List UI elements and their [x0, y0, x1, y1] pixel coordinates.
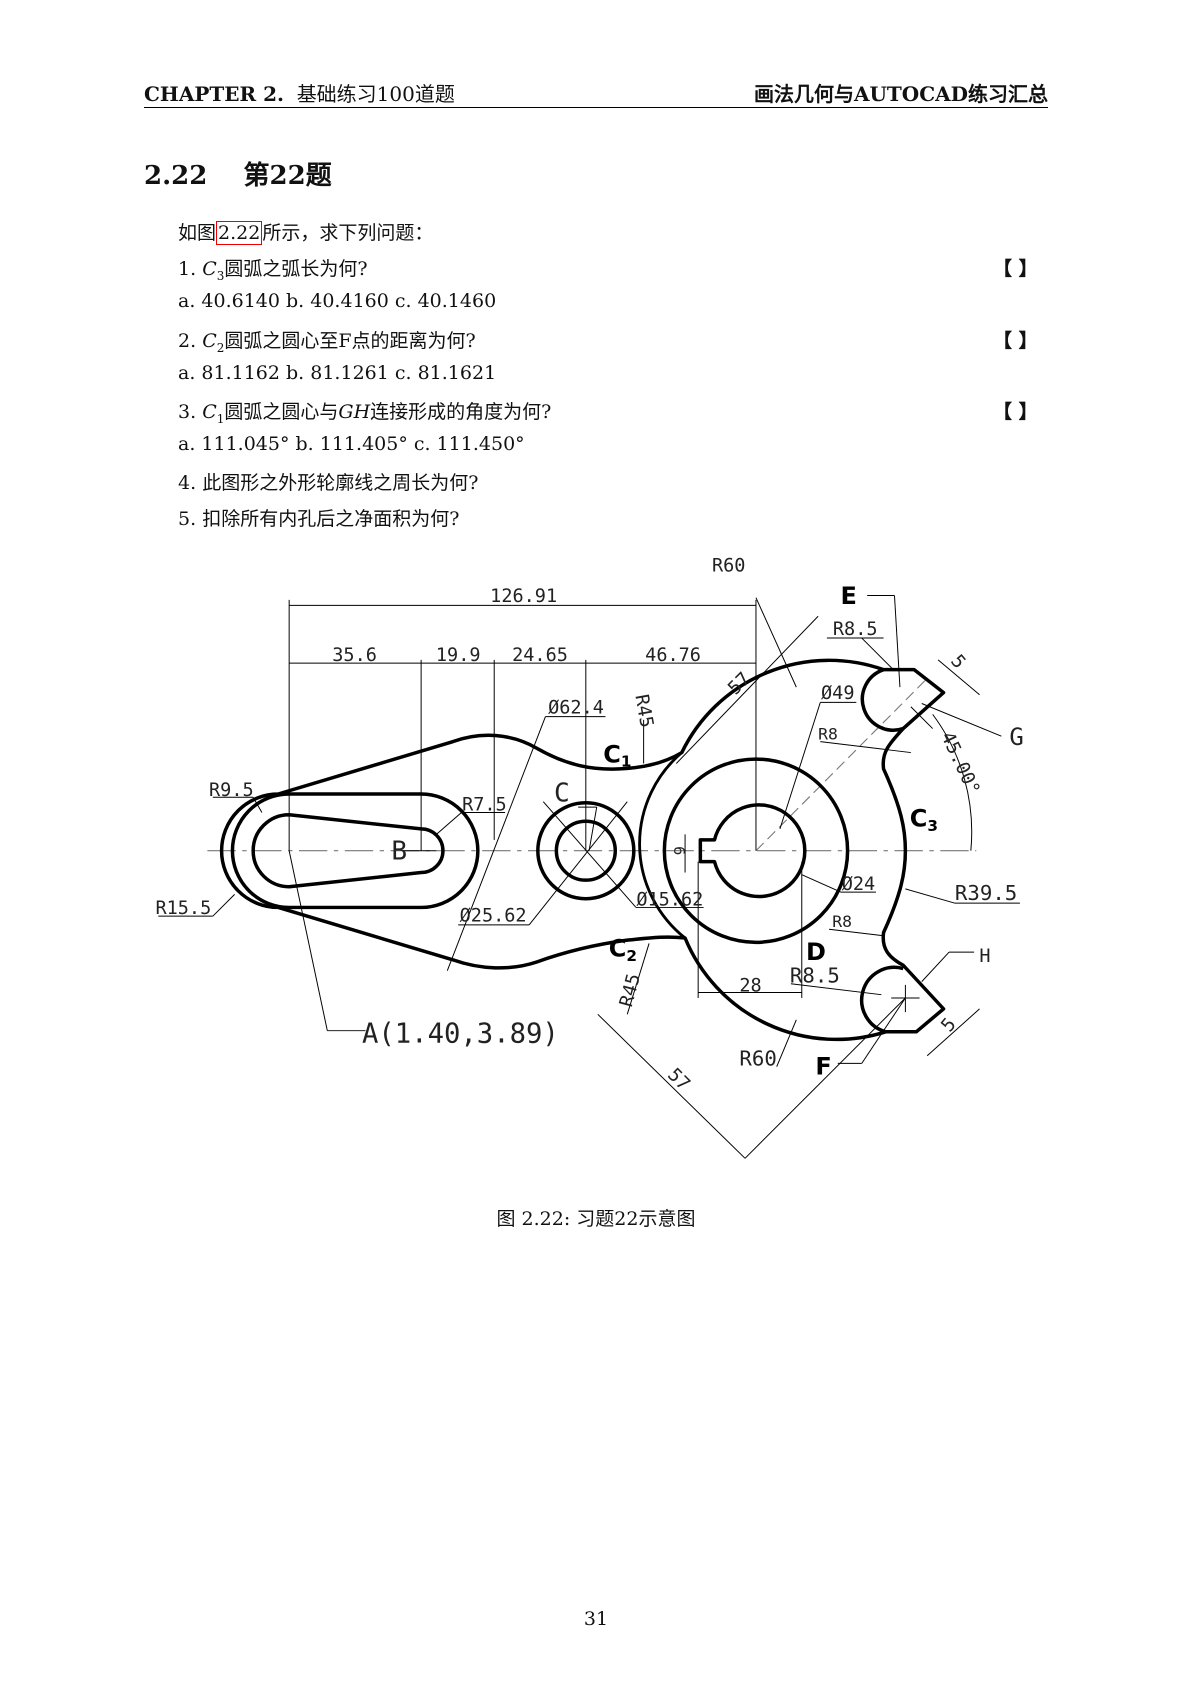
dim-24-65: 24.65 [512, 645, 568, 666]
q-num: 2. [178, 330, 197, 352]
q-text: 此图形之外形轮廓线之周长为何? [202, 472, 479, 494]
q-sub: 3 [216, 268, 225, 283]
label-c3: C3 [910, 805, 938, 835]
question-4: 4. 此图形之外形轮廓线之周长为何? [178, 468, 478, 495]
arc-d624 [638, 751, 686, 940]
figure-caption: 图 2.22: 习题22示意图 [496, 1208, 696, 1230]
q-text: 扣除所有内孔后之净面积为何? [202, 508, 460, 530]
dim-r15-5: R15.5 [155, 898, 211, 919]
dim-r8-bottom: R8 [832, 912, 852, 931]
section-number: 2.22 [144, 161, 208, 191]
q-num: 5. [178, 508, 197, 530]
label-c1: C1 [603, 740, 631, 770]
keyed-hole [698, 803, 807, 899]
label-h: H [979, 946, 990, 967]
label-c2: C2 [609, 935, 637, 965]
section-title: 2.22 第22题 [144, 155, 332, 192]
label-g: G [1009, 723, 1023, 751]
label-c2-sub: 2 [626, 947, 637, 965]
q-var: C [202, 258, 217, 280]
header-rule [144, 107, 1048, 108]
q-sub: 1 [216, 411, 225, 426]
options-2: a. 81.1162 b. 81.1261 c. 81.1621 [178, 362, 497, 384]
dim-d25-62: Ø25.62 [460, 906, 527, 927]
dim-126-91: 126.91 [490, 586, 557, 607]
dim-5-bottom: 5 [937, 1014, 960, 1036]
dim-r45-bottom: R45 [616, 971, 645, 1009]
dim-57-bottom: 57 [663, 1064, 694, 1095]
label-c: C [554, 779, 570, 809]
intro-post: 所示，求下列问题： [262, 222, 434, 244]
point-labels: E G H F D C B C1 C2 C3 [391, 582, 1023, 1080]
dim-d62-4: Ø62.4 [548, 697, 604, 718]
q-var: C [202, 330, 217, 352]
diagonal-centerline [755, 678, 928, 852]
running-header-left: CHAPTER 2. 基础练习100道题 [144, 78, 455, 107]
dim-45-angle: 45.00° [936, 729, 983, 799]
q-var: GH [338, 401, 371, 423]
answer-bracket-3[interactable]: 【 】 [993, 401, 1038, 423]
point-a-label: A(1.40,3.89) [362, 1019, 559, 1050]
figure-reference-link[interactable]: 2.22 [216, 221, 263, 245]
dimension-texts: R60 126.91 35.6 19.9 24.65 46.76 R8.5 5 … [155, 556, 1017, 1096]
label-b: B [391, 836, 407, 866]
answer-bracket-1[interactable]: 【 】 [993, 258, 1038, 280]
label-c3-letter: C [910, 805, 928, 833]
q-num: 3. [178, 401, 197, 423]
label-c1-letter: C [603, 740, 621, 768]
dim-35-6: 35.6 [332, 645, 377, 666]
dim-r9-5: R9.5 [209, 780, 254, 801]
outer-slot [230, 792, 480, 910]
page-number: 31 [583, 1608, 609, 1630]
dim-r8-top: R8 [818, 724, 838, 743]
question-1: 1. C3圆弧之弧长为何? [178, 254, 368, 283]
chapter-title: 基础练习100道题 [296, 82, 455, 106]
dim-r7-5: R7.5 [462, 794, 507, 815]
label-e: E [840, 582, 856, 610]
outer-contour [219, 658, 946, 1042]
label-c1-sub: 1 [621, 753, 632, 771]
question-3: 3. C1圆弧之圆心与GH连接形成的角度为何? [178, 397, 551, 426]
q-text: 圆弧之弧长为何? [224, 258, 368, 280]
dim-46-76: 46.76 [645, 645, 701, 666]
running-header-right: 画法几何与AUTOCAD练习汇总 [753, 82, 1048, 106]
q-num: 4. [178, 472, 197, 494]
q-var: C [202, 401, 217, 423]
dim-r8-5-bottom: R8.5 [790, 964, 840, 988]
label-f: F [815, 1052, 831, 1080]
dim-d24: Ø24 [842, 874, 875, 895]
options-1: a. 40.6140 b. 40.4160 c. 40.1460 [178, 290, 497, 312]
intro-pre: 如图 [178, 222, 217, 244]
q-text: 连接形成的角度为何? [370, 401, 552, 423]
dim-d15-62: Ø15.62 [636, 889, 703, 910]
q-sub: 2 [216, 340, 225, 355]
label-d: D [806, 938, 826, 966]
label-c3-sub: 3 [927, 817, 938, 835]
lobe-arc-bottom [859, 965, 904, 1034]
dim-6: 6 [670, 846, 688, 855]
dimension-lines [158, 595, 1020, 1159]
chapter-label: CHAPTER 2. [144, 82, 284, 106]
section-heading: 第22题 [243, 161, 332, 191]
dim-r39-5: R39.5 [955, 881, 1017, 905]
q-text: 圆弧之圆心至F点的距离为何? [224, 330, 476, 352]
dim-r60-bottom: R60 [739, 1047, 776, 1071]
q-text: 圆弧之圆心与 [224, 401, 339, 423]
dim-19-9: 19.9 [436, 645, 481, 666]
lobe-arc-top [860, 668, 904, 732]
dim-r45-top: R45 [630, 693, 656, 730]
q-num: 1. [178, 258, 197, 280]
dim-28: 28 [739, 975, 761, 996]
question-5: 5. 扣除所有内孔后之净面积为何? [178, 504, 459, 531]
question-2: 2. C2圆弧之圆心至F点的距离为何? [178, 326, 476, 355]
answer-bracket-2[interactable]: 【 】 [993, 330, 1038, 352]
dim-d49: Ø49 [821, 683, 854, 704]
dim-r60-top: R60 [712, 556, 745, 577]
options-3: a. 111.045° b. 111.405° c. 111.450° [178, 433, 525, 455]
dim-r8-5-top: R8.5 [833, 619, 878, 640]
inner-slot [251, 812, 445, 889]
label-c2-letter: C [609, 935, 627, 963]
